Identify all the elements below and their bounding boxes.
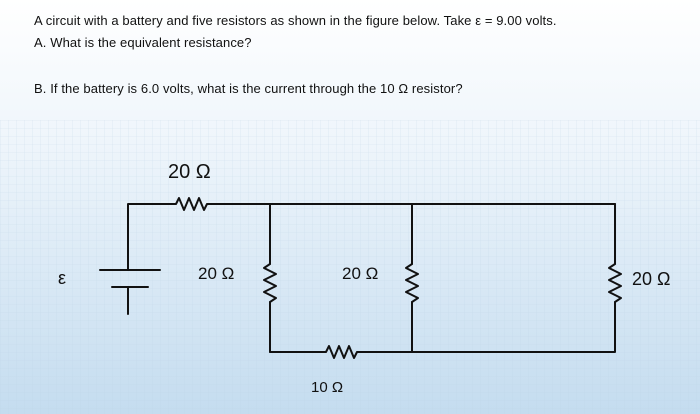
label-emf: ε — [58, 268, 66, 288]
battery — [99, 269, 161, 288]
resistor-top — [171, 197, 213, 211]
resistor-bottom — [321, 345, 413, 359]
wire-right-branch-bottom — [411, 301, 616, 353]
label-resistor-right: 20 Ω — [632, 269, 670, 289]
wire-battery-top — [127, 203, 173, 271]
question-b: B. If the battery is 6.0 volts, what is … — [34, 81, 463, 96]
resistor-right — [608, 263, 622, 303]
label-resistor-bottom: 10 Ω — [311, 379, 343, 396]
problem-intro: A circuit with a battery and five resist… — [34, 13, 557, 28]
resistor-middle — [405, 263, 419, 303]
label-resistor-left: 20 Ω — [198, 264, 234, 283]
label-resistor-top: 20 Ω — [168, 161, 211, 183]
label-resistor-middle: 20 Ω — [342, 264, 378, 283]
question-a: A. What is the equivalent resistance? — [34, 35, 252, 50]
resistor-left — [263, 263, 277, 303]
